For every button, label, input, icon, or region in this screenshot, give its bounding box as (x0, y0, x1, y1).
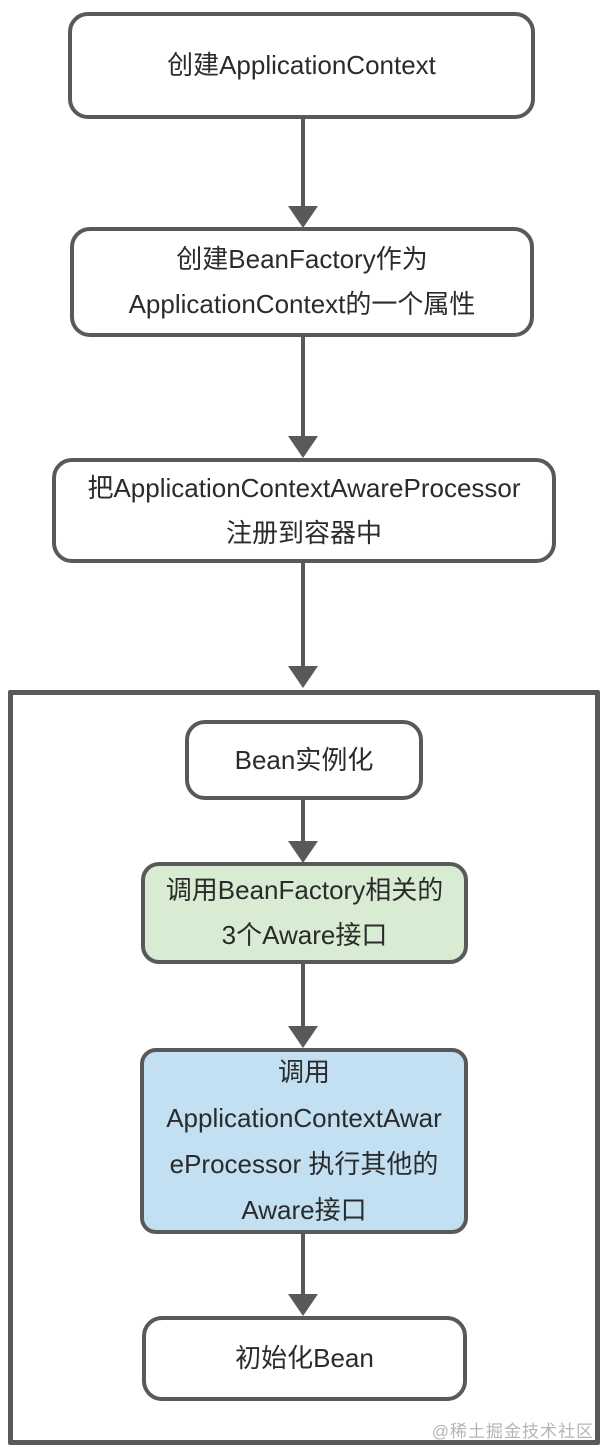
arrow-line (301, 964, 305, 1026)
node-line: 初始化Bean (235, 1343, 374, 1373)
node-line: 把ApplicationContextAwareProcessor (87, 472, 521, 503)
flow-arrow-6 (288, 1234, 318, 1316)
node-line: 注册到容器中 (225, 517, 382, 548)
node-line: 3个Aware接口 (221, 920, 388, 950)
node-line: eProcessor 执行其他的 (169, 1149, 439, 1179)
node-line: 调用BeanFactory相关的 (165, 875, 444, 905)
node-create-application-context: 创建ApplicationContext (68, 12, 535, 119)
node-register-aware-processor: 把ApplicationContextAwareProcessor 注册到容器中 (52, 458, 556, 563)
arrow-line (301, 1234, 305, 1294)
arrow-line (301, 563, 305, 666)
arrow-line (301, 800, 305, 841)
juejin-watermark: @稀土掘金技术社区 (431, 1422, 594, 1441)
node-line: Bean实例化 (234, 744, 374, 775)
node-line: Aware接口 (241, 1195, 367, 1225)
flow-arrow-1 (288, 119, 318, 228)
arrow-down-icon (288, 1026, 318, 1048)
node-bean-instantiation: Bean实例化 (185, 720, 423, 800)
arrow-down-icon (288, 436, 318, 458)
flow-arrow-4 (288, 800, 318, 863)
node-initialize-bean: 初始化Bean (142, 1316, 467, 1401)
flow-arrow-5 (288, 964, 318, 1048)
arrow-down-icon (288, 666, 318, 688)
node-line: 创建ApplicationContext (167, 50, 436, 80)
node-invoke-beanfactory-aware: 调用BeanFactory相关的 3个Aware接口 (141, 862, 468, 964)
node-line: ApplicationContextAwar (166, 1103, 442, 1133)
arrow-down-icon (288, 206, 318, 228)
arrow-line (301, 119, 305, 206)
node-line: 调用 (277, 1057, 330, 1087)
node-line: 创建BeanFactory作为 (176, 244, 428, 274)
flow-arrow-2 (288, 337, 318, 458)
node-invoke-context-aware-processor: 调用 ApplicationContextAwar eProcessor 执行其… (140, 1048, 468, 1234)
arrow-down-icon (288, 841, 318, 863)
node-create-bean-factory: 创建BeanFactory作为 ApplicationContext的一个属性 (70, 227, 534, 337)
flow-arrow-3 (288, 563, 318, 688)
arrow-line (301, 337, 305, 436)
arrow-down-icon (288, 1294, 318, 1316)
node-line: ApplicationContext的一个属性 (128, 289, 476, 319)
